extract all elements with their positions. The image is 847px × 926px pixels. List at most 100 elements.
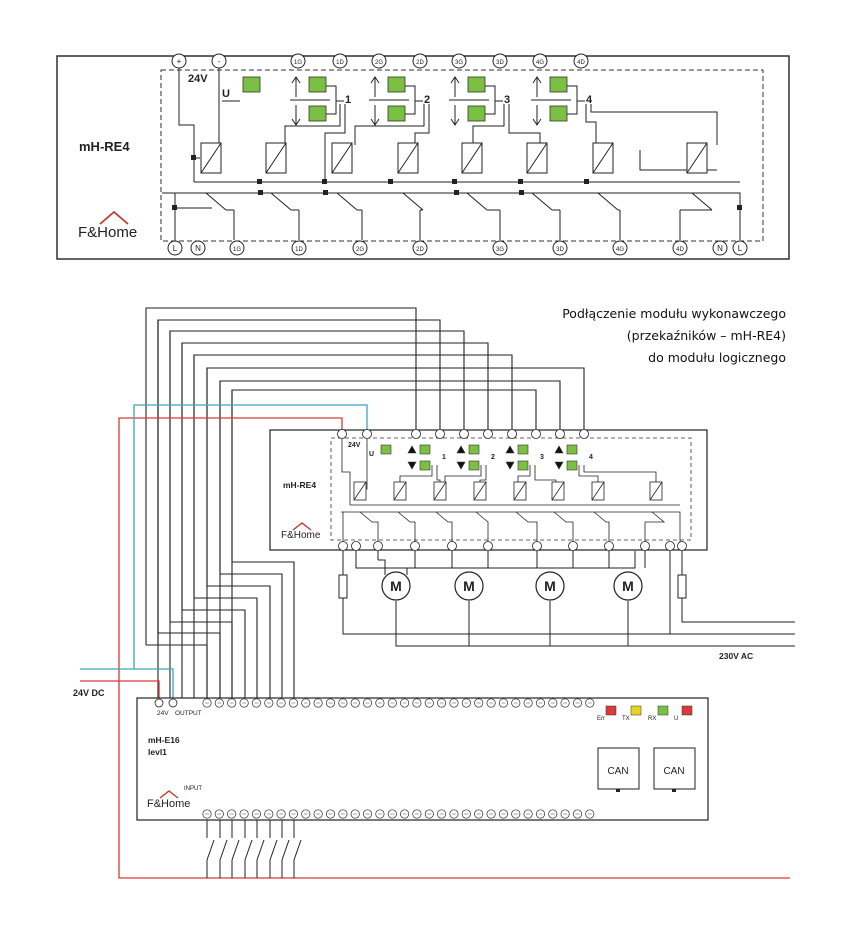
svg-text:2G: 2G bbox=[375, 60, 383, 66]
svg-text:4D: 4D bbox=[577, 60, 585, 66]
svg-text:+: + bbox=[177, 57, 182, 66]
mid-u-label: U bbox=[369, 451, 374, 458]
fuse-right bbox=[677, 574, 687, 599]
top-internal-wiring bbox=[162, 68, 741, 244]
led-label-rx: RX bbox=[648, 716, 656, 722]
top-u-label: U bbox=[222, 88, 230, 100]
svg-text:2G: 2G bbox=[356, 247, 364, 253]
top-bottom-terminal: N bbox=[190, 240, 206, 256]
top-bottom-terminal: 1G bbox=[229, 240, 245, 256]
can-port-2 bbox=[653, 747, 696, 790]
top-module-frame bbox=[56, 55, 790, 260]
can-port-2-label: CAN bbox=[663, 766, 684, 777]
mid-channel-number: 1 bbox=[442, 454, 446, 461]
svg-text:L: L bbox=[173, 244, 178, 253]
svg-text:3G: 3G bbox=[455, 60, 463, 66]
motor-icons: M M M M bbox=[381, 571, 643, 601]
tx-led bbox=[630, 705, 642, 716]
top-terminals-row: + - 1G 1D 2G 2D 3G 3D 4G 4D bbox=[171, 53, 589, 69]
svg-text:4G: 4G bbox=[616, 247, 624, 253]
motor-circuit bbox=[338, 551, 795, 647]
power-wires bbox=[80, 404, 790, 879]
control-wires bbox=[145, 307, 585, 700]
logic-module: mH-E16 levl1 F&Home 24V OUTPUT INPUT Err… bbox=[136, 697, 709, 821]
mid-relay-contacts bbox=[359, 511, 666, 542]
svg-text:M: M bbox=[622, 578, 634, 594]
top-bottom-terminal: L bbox=[732, 240, 748, 256]
svg-text:1D: 1D bbox=[295, 247, 303, 253]
top-terminal: 3G bbox=[451, 53, 467, 69]
top-terminal: 3D bbox=[492, 53, 508, 69]
top-terminal: 4D bbox=[573, 53, 589, 69]
logic-output-terminals bbox=[202, 698, 595, 708]
svg-text:4D: 4D bbox=[676, 247, 684, 253]
logic-output-label: OUTPUT bbox=[175, 710, 202, 717]
logic-supply-label: 24V bbox=[157, 710, 169, 717]
top-relay-module: mH-RE4 F&Home 24V U + - 1G 1D 2G 2D 3G 3… bbox=[56, 53, 790, 260]
svg-text:2D: 2D bbox=[416, 60, 424, 66]
logic-module-name2: levl1 bbox=[148, 747, 167, 757]
can-port-1-label: CAN bbox=[607, 766, 628, 777]
mid-module-name: mH-RE4 bbox=[283, 480, 316, 490]
ac-supply-label: 230V AC bbox=[719, 651, 753, 661]
cyan-wire bbox=[80, 404, 368, 700]
led-label-u: U bbox=[674, 716, 678, 722]
top-bottom-terminal: 3D bbox=[552, 240, 568, 256]
mid-channel-indicators bbox=[407, 444, 578, 471]
svg-text:L: L bbox=[738, 244, 743, 253]
top-module-name: mH-RE4 bbox=[79, 139, 130, 154]
svg-text:M: M bbox=[544, 578, 556, 594]
top-brand-roof-icon bbox=[99, 210, 129, 225]
top-terminal: 2G bbox=[371, 53, 387, 69]
svg-text:3G: 3G bbox=[496, 247, 504, 253]
svg-text:4G: 4G bbox=[536, 60, 544, 66]
motor-icon: M bbox=[454, 571, 484, 601]
logic-brand-roof-icon bbox=[159, 790, 179, 799]
top-terminal: + bbox=[171, 53, 187, 69]
top-junction-dots bbox=[172, 155, 742, 210]
svg-text:3D: 3D bbox=[496, 60, 504, 66]
mid-channel-number: 3 bbox=[540, 454, 544, 461]
top-u-led bbox=[242, 76, 261, 93]
svg-text:M: M bbox=[463, 578, 475, 594]
svg-text:N: N bbox=[717, 244, 723, 253]
logic-module-name: mH-E16 bbox=[148, 735, 180, 745]
top-channel-number: 2 bbox=[424, 94, 430, 106]
top-channel-indicators bbox=[290, 76, 585, 126]
mid-module-brand: F&Home bbox=[281, 530, 321, 541]
svg-text:1G: 1G bbox=[294, 60, 302, 66]
svg-text:-: - bbox=[218, 57, 221, 66]
caption-line-3: do modułu logicznego bbox=[648, 350, 786, 365]
svg-text:N: N bbox=[195, 244, 201, 253]
mid-relay-coils bbox=[353, 481, 663, 501]
motor-icon: M bbox=[381, 571, 411, 601]
fuse-left bbox=[338, 574, 348, 599]
top-bottom-terminal: 3G bbox=[492, 240, 508, 256]
mid-top-terminals bbox=[337, 429, 589, 439]
top-supply-label: 24V bbox=[188, 73, 208, 85]
led-label-tx: TX bbox=[622, 716, 630, 722]
top-bottom-terminal: 4D bbox=[672, 240, 688, 256]
red-wire bbox=[80, 417, 790, 879]
top-terminal: - bbox=[211, 53, 227, 69]
top-bottom-terminals-row: L N 1G 1D 2G 2D 3G 3D 4G 4D N L bbox=[167, 240, 748, 256]
top-terminal: 4G bbox=[532, 53, 548, 69]
top-terminal: 1D bbox=[332, 53, 348, 69]
mid-bottom-terminals bbox=[338, 541, 687, 551]
top-channel-number: 3 bbox=[504, 94, 510, 106]
top-bottom-terminal: 1D bbox=[291, 240, 307, 256]
err-led bbox=[605, 705, 617, 716]
svg-text:3D: 3D bbox=[556, 247, 564, 253]
top-module-inner-dashed bbox=[160, 69, 764, 242]
top-relay-contacts bbox=[205, 192, 713, 240]
top-terminal: 2D bbox=[412, 53, 428, 69]
top-channel-number: 1 bbox=[345, 94, 351, 106]
mid-u-led bbox=[380, 444, 392, 455]
top-relay-coils bbox=[200, 142, 708, 174]
mid-channel-number: 4 bbox=[589, 454, 593, 461]
mid-supply-label: 24V bbox=[348, 442, 361, 449]
dc-supply-label: 24V DC bbox=[73, 688, 105, 698]
mid-brand-roof-icon bbox=[292, 522, 312, 531]
top-bottom-terminal: L bbox=[167, 240, 183, 256]
